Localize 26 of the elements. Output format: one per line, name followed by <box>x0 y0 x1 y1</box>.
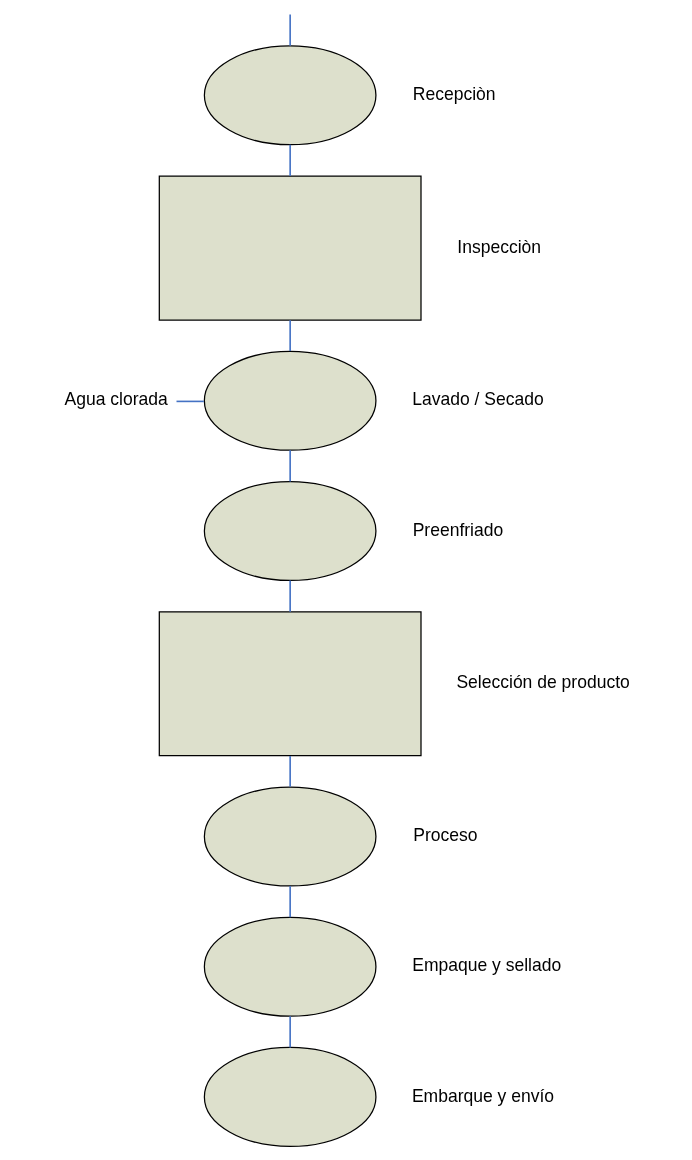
node-ellipse <box>203 480 377 582</box>
node-ellipse <box>203 1046 377 1148</box>
node-label: Empaque y sellado <box>411 955 561 976</box>
node-box <box>158 175 422 321</box>
connector <box>288 755 291 788</box>
node-ellipse <box>203 786 377 887</box>
node-ellipse <box>203 916 377 1017</box>
node-label: Recepciòn <box>412 83 496 104</box>
node-label: Selección de producto <box>455 672 630 693</box>
connector <box>288 144 291 177</box>
connector <box>288 1015 291 1049</box>
node-label: Inspecciòn <box>456 236 541 257</box>
connector <box>288 579 291 613</box>
node-box <box>158 611 422 757</box>
connector <box>288 319 291 352</box>
connector <box>288 885 291 919</box>
node-ellipse <box>203 45 377 146</box>
node-label: Preenfriado <box>412 519 503 540</box>
node-label: Lavado / Secado <box>411 389 544 410</box>
connector <box>175 400 205 403</box>
node-text: Agua clorada <box>63 389 168 410</box>
connector <box>288 449 291 483</box>
node-ellipse <box>203 350 377 451</box>
connector <box>288 13 291 47</box>
node-label: Embarque y envío <box>411 1085 554 1106</box>
node-label: Proceso <box>412 825 478 846</box>
